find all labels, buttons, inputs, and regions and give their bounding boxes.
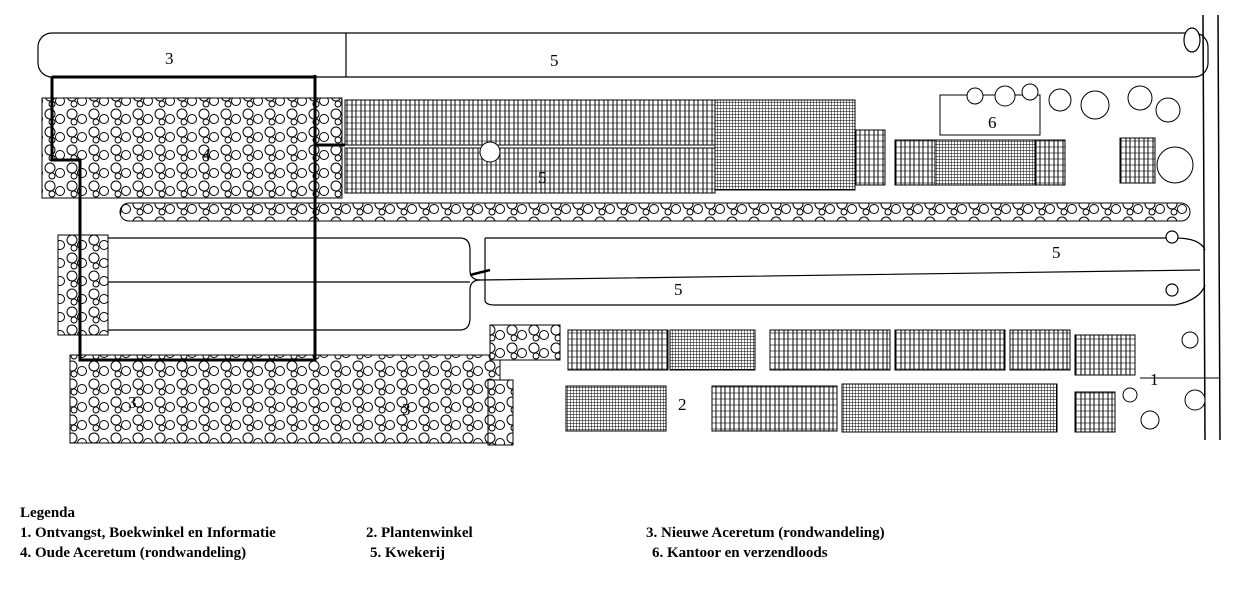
label-zone-3-bottom-left: 3 — [128, 393, 137, 412]
legend-item-4: 4. Oude Aceretum (rondwandeling) — [20, 545, 247, 561]
site-map: 3 5 6 5 5 5 4 3 3 2 1 — [37, 14, 1221, 446]
reception-area — [1122, 331, 1220, 430]
left-tree-column — [57, 234, 109, 336]
upper-nursery-beds — [344, 99, 1156, 194]
label-zone-4: 4 — [202, 145, 211, 164]
label-zone-5-nursery: 5 — [538, 168, 547, 187]
old-aceretum-block — [41, 97, 343, 199]
legend-item-1: 1. Ontvangst, Boekwinkel en Informatie — [20, 525, 276, 541]
legend-title: Legenda — [20, 505, 76, 521]
label-zone-5-top: 5 — [550, 51, 559, 70]
map-labels: 3 5 6 5 5 5 4 3 3 2 1 — [128, 49, 1159, 419]
label-zone-1: 1 — [1150, 370, 1159, 389]
legend-item-2: 2. Plantenwinkel — [366, 525, 473, 541]
label-zone-2: 2 — [678, 395, 687, 414]
site-boundary — [1202, 14, 1221, 441]
label-zone-6: 6 — [988, 113, 997, 132]
legend: Legenda 1. Ontvangst, Boekwinkel en Info… — [20, 505, 1020, 600]
legend-item-6: 6. Kantoor en verzendloods — [652, 545, 828, 561]
top-strip — [37, 27, 1209, 78]
label-zone-3-top: 3 — [165, 49, 174, 68]
legend-item-3: 3. Nieuwe Aceretum (rondwandeling) — [646, 525, 885, 541]
office-area — [479, 83, 1194, 184]
label-zone-3-bottom-mid: 3 — [402, 400, 411, 419]
lower-nursery-beds — [565, 329, 1136, 433]
walking-route — [50, 75, 345, 362]
label-zone-5-strip-lower: 5 — [674, 280, 683, 299]
new-aceretum-block — [69, 324, 561, 446]
middle-strips — [60, 230, 1206, 331]
hedge-row — [119, 202, 1191, 222]
legend-item-5: 5. Kwekerij — [370, 545, 445, 561]
label-zone-5-strip-upper: 5 — [1052, 243, 1061, 262]
